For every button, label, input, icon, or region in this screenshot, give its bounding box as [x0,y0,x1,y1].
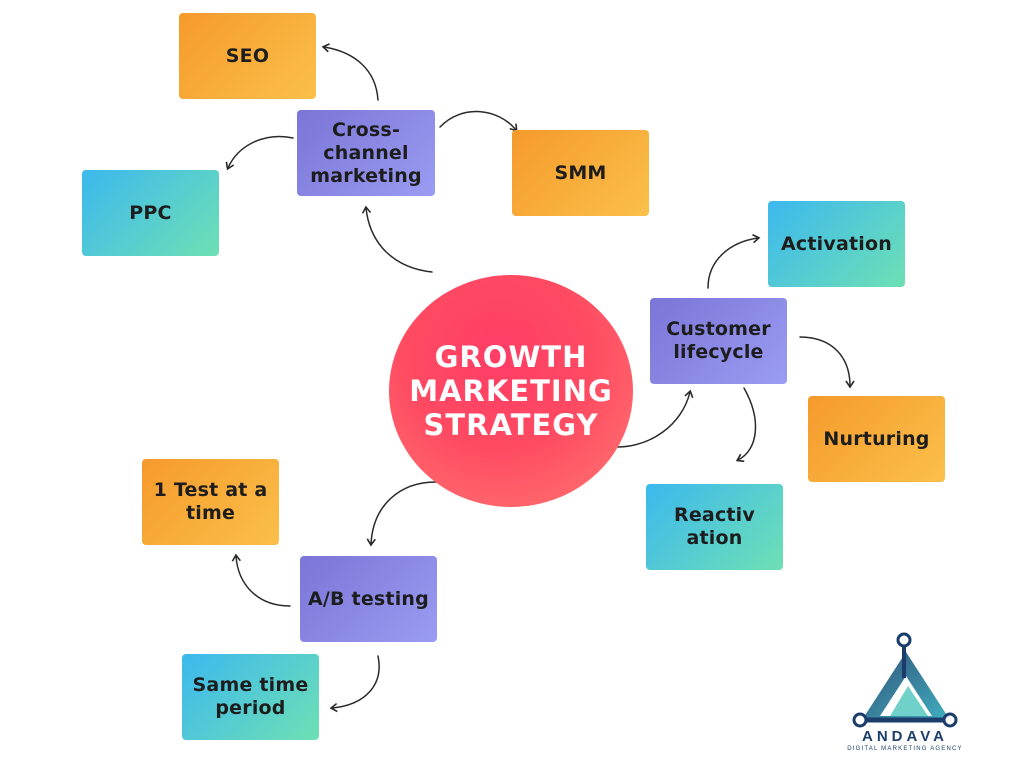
node-text-line: Same time [192,674,309,696]
node-text-line: 1 Test at a [153,479,268,501]
node-text-line: lifecycle [673,341,764,363]
logo-wordmark: ANDAVA DIGITAL MARKETING AGENCY [846,728,964,752]
node-text: A/B testing [308,587,429,610]
node-customer-lifecycle: Customer lifecycle [650,298,787,384]
growth-marketing-strategy-circle: GROWTH MARKETING STRATEGY [389,275,633,507]
arrow-cross-channel-to-ppc [225,135,294,171]
arrow-lifecycle-to-activation [707,234,761,289]
node-nurturing: Nurturing [808,396,945,482]
arrow-center-to-ab-testing [366,481,437,547]
node-smm: SMM [512,130,649,216]
arrow-cross-channel-to-smm [439,110,518,132]
node-ab-testing: A/B testing [300,556,437,642]
arrow-center-to-cross-channel [361,205,433,273]
node-text-line: Reactiv [674,504,755,526]
node-same-time-period: Same time period [182,654,319,740]
node-activation: Activation [768,201,905,287]
arrow-center-to-customer-lifecycle [613,389,694,448]
node-text: SMM [554,161,607,184]
node-text-line: marketing [310,164,422,187]
arrow-ab-testing-to-one-test [231,553,291,607]
node-cross-channel-marketing: Cross- channel marketing [297,110,435,196]
node-text: SEO [225,44,270,67]
node-text-line: time [185,502,236,524]
node-text-line: channel [323,141,409,164]
logo-name: ANDAVA [862,728,948,745]
node-text: PPC [129,201,172,224]
node-one-test-at-a-time: 1 Test at a time [142,459,279,545]
node-text-line: Customer [666,318,771,340]
arrow-cross-channel-to-seo [321,43,379,101]
node-text: Nurturing [823,427,930,450]
andava-logo-icon [852,632,958,728]
node-reactivation: Reactiv ation [646,484,783,570]
center-title-line-2: MARKETING [409,374,613,408]
node-text: Activation [781,232,892,255]
center-title-line-1: GROWTH [434,340,588,374]
center-title-line-3: STRATEGY [423,408,599,442]
node-ppc: PPC [82,170,219,256]
arrow-ab-testing-to-same-time [329,655,380,713]
node-seo: SEO [179,13,316,99]
arrow-lifecycle-to-nurturing [799,336,855,389]
node-text-line: ation [686,527,743,549]
node-text-line: Cross- [331,118,401,141]
node-text-line: period [215,697,286,719]
logo-tagline: DIGITAL MARKETING AGENCY [847,746,963,752]
arrow-lifecycle-to-reactivation [735,387,757,463]
